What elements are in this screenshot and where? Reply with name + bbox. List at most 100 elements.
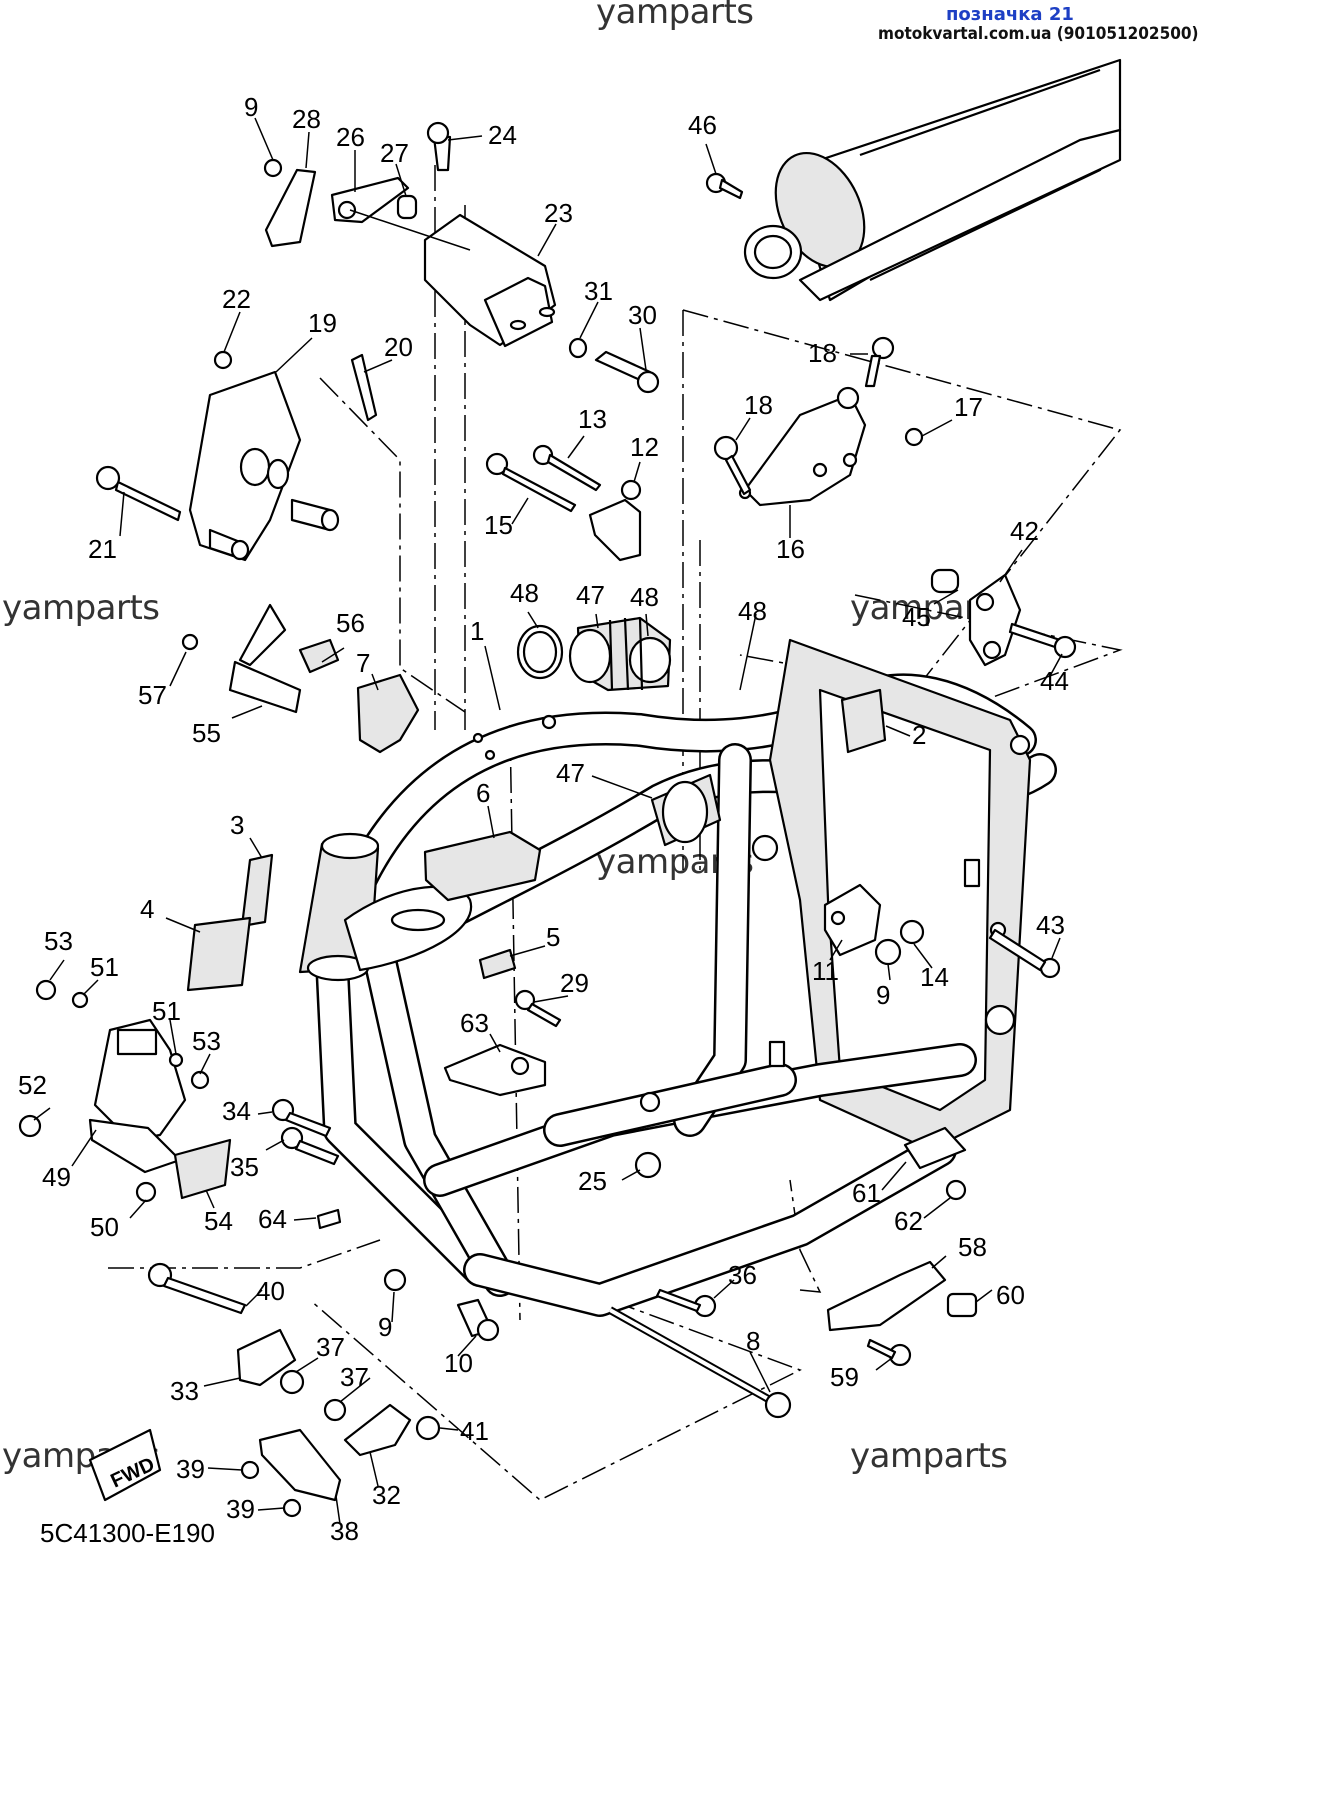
callout: 30 <box>628 300 657 330</box>
callout: 39 <box>176 1454 205 1484</box>
callout: 10 <box>444 1348 473 1378</box>
callout: 57 <box>138 680 167 710</box>
callout: 37 <box>340 1362 369 1392</box>
callout: 18 <box>744 390 773 420</box>
callout: 36 <box>728 1260 757 1290</box>
callout: 51 <box>90 952 119 982</box>
callout: 15 <box>484 510 513 540</box>
diagram-reference: позначка 21 <box>946 4 1074 25</box>
callout: 40 <box>256 1276 285 1306</box>
callout: 56 <box>336 608 365 638</box>
callout: 6 <box>476 778 490 808</box>
callout: 37 <box>316 1332 345 1362</box>
callout: 22 <box>222 284 251 314</box>
callout: 51 <box>152 996 181 1026</box>
left-bracket-19 <box>95 350 378 562</box>
callout: 39 <box>226 1494 255 1524</box>
source-line: motokvartal.com.ua (901051202500) <box>878 24 1199 44</box>
callout: 8 <box>746 1326 760 1356</box>
brackets-58-61 <box>826 1126 978 1367</box>
callout: 26 <box>336 122 365 152</box>
callout: 53 <box>44 926 73 956</box>
exhaust-muffler <box>705 58 1122 302</box>
callout: 38 <box>330 1516 359 1546</box>
callout: 46 <box>688 110 717 140</box>
callout: 48 <box>738 596 767 626</box>
bolts-34-35-25 <box>271 1098 662 1230</box>
clamp-hose-group <box>516 616 722 847</box>
callout: 21 <box>88 534 117 564</box>
callout: 62 <box>894 1206 923 1236</box>
pads-2-6-7 <box>356 673 887 902</box>
callout: 63 <box>460 1008 489 1038</box>
callout: 49 <box>42 1162 71 1192</box>
callout: 50 <box>90 1212 119 1242</box>
callout: 60 <box>996 1280 1025 1310</box>
callout: 11 <box>812 956 839 986</box>
diagram-code: 5C41300-E190 <box>40 1518 215 1548</box>
callout: 24 <box>488 120 517 150</box>
callout: 42 <box>1010 516 1039 546</box>
callout: 20 <box>384 332 413 362</box>
callout: 18 <box>808 338 837 368</box>
callout: 17 <box>954 392 983 422</box>
leader-lines <box>33 117 1063 1525</box>
callout: 1 <box>470 616 484 646</box>
callout: 52 <box>18 1070 47 1100</box>
callout: 59 <box>830 1362 859 1392</box>
callout: 53 <box>192 1026 221 1056</box>
callout: 64 <box>258 1204 287 1234</box>
bolt-30-washer-31 <box>568 337 660 394</box>
callout: 44 <box>1040 666 1069 696</box>
bracket-38-32 <box>88 1428 342 1518</box>
callout: 27 <box>380 138 409 168</box>
watermark-bottom-right: yamparts <box>850 1436 1008 1476</box>
bracket-16 <box>713 336 924 507</box>
callout: 23 <box>544 198 573 228</box>
lower-mount-group <box>147 1262 792 1457</box>
callout: 13 <box>578 404 607 434</box>
callout: 9 <box>378 1312 392 1342</box>
callout: 7 <box>356 648 370 678</box>
callout: 3 <box>230 810 244 840</box>
callout: 25 <box>578 1166 607 1196</box>
callout: 35 <box>230 1152 259 1182</box>
labels-3-4-5 <box>186 853 517 992</box>
callout: 48 <box>630 582 659 612</box>
callout: 9 <box>244 92 258 122</box>
callout: 61 <box>852 1178 881 1208</box>
callout: 31 <box>584 276 613 306</box>
upper-bracket-group <box>263 121 557 348</box>
callout: 33 <box>170 1376 199 1406</box>
bracket-49 <box>18 979 232 1203</box>
callout: 54 <box>204 1206 233 1236</box>
watermark-left: yamparts <box>2 588 160 628</box>
callout: 28 <box>292 104 321 134</box>
callout: 2 <box>912 720 926 750</box>
bolt-group-13-15 <box>485 444 642 562</box>
watermark-top: yamparts <box>596 0 754 32</box>
callout: 12 <box>630 432 659 462</box>
callout: 48 <box>510 578 539 608</box>
callout: 58 <box>958 1232 987 1262</box>
main-frame <box>298 638 1057 1317</box>
callout: 19 <box>308 308 337 338</box>
brackets-11-63 <box>443 883 1061 1097</box>
callout: 14 <box>920 962 949 992</box>
callout-numbers: 9 28 26 27 24 23 31 30 22 19 20 21 46 18… <box>18 92 1069 1546</box>
callout: 45 <box>902 602 931 632</box>
callout: 32 <box>372 1480 401 1510</box>
bracket-55 <box>181 603 340 714</box>
callout: 43 <box>1036 910 1065 940</box>
callout: 16 <box>776 534 805 564</box>
callout: 47 <box>576 580 605 610</box>
callout: 4 <box>140 894 154 924</box>
callout: 34 <box>222 1096 251 1126</box>
bracket-42 <box>930 568 1077 667</box>
callout: 29 <box>560 968 589 998</box>
callout: 47 <box>556 758 585 788</box>
callout: 55 <box>192 718 221 748</box>
callout: 41 <box>460 1416 489 1446</box>
callout: 9 <box>876 980 890 1010</box>
